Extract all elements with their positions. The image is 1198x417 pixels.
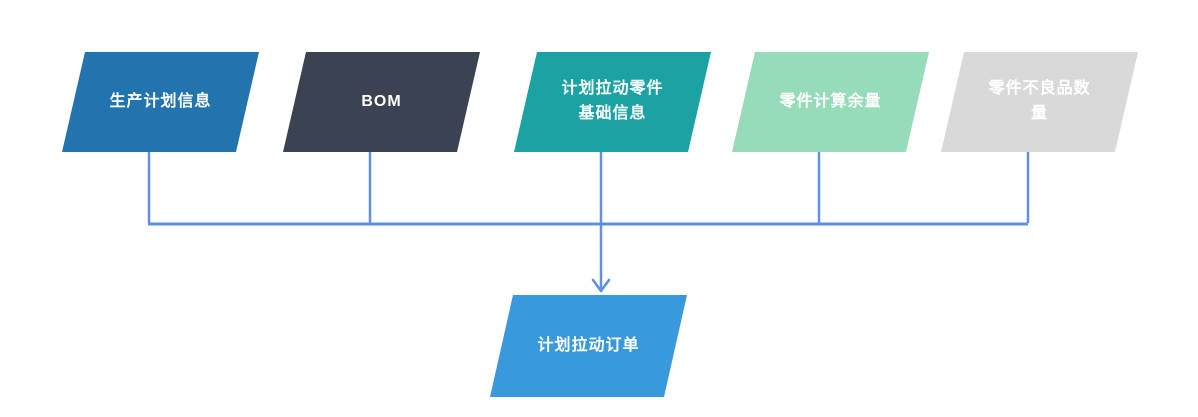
node-pull-order: 计划拉动订单 — [490, 295, 687, 397]
node-label: 零件不良品数量 — [988, 80, 1091, 122]
node-label: 零件计算余量 — [779, 92, 882, 110]
node-label: 计划拉动订单 — [537, 336, 640, 354]
node-production-plan-info: 生产计划信息 — [62, 52, 259, 152]
node-parts-defect-qty: 零件不良品数量 — [941, 52, 1138, 152]
node-parts-calc-margin: 零件计算余量 — [732, 52, 929, 152]
node-label: BOM — [361, 92, 402, 110]
node-label: 生产计划信息 — [109, 92, 212, 110]
node-pull-parts-base-info: 计划拉动零件基础信息 — [514, 52, 711, 152]
arrowhead-down-icon — [591, 278, 611, 293]
node-label: 计划拉动零件基础信息 — [561, 80, 664, 122]
node-bom: BOM — [283, 52, 480, 152]
